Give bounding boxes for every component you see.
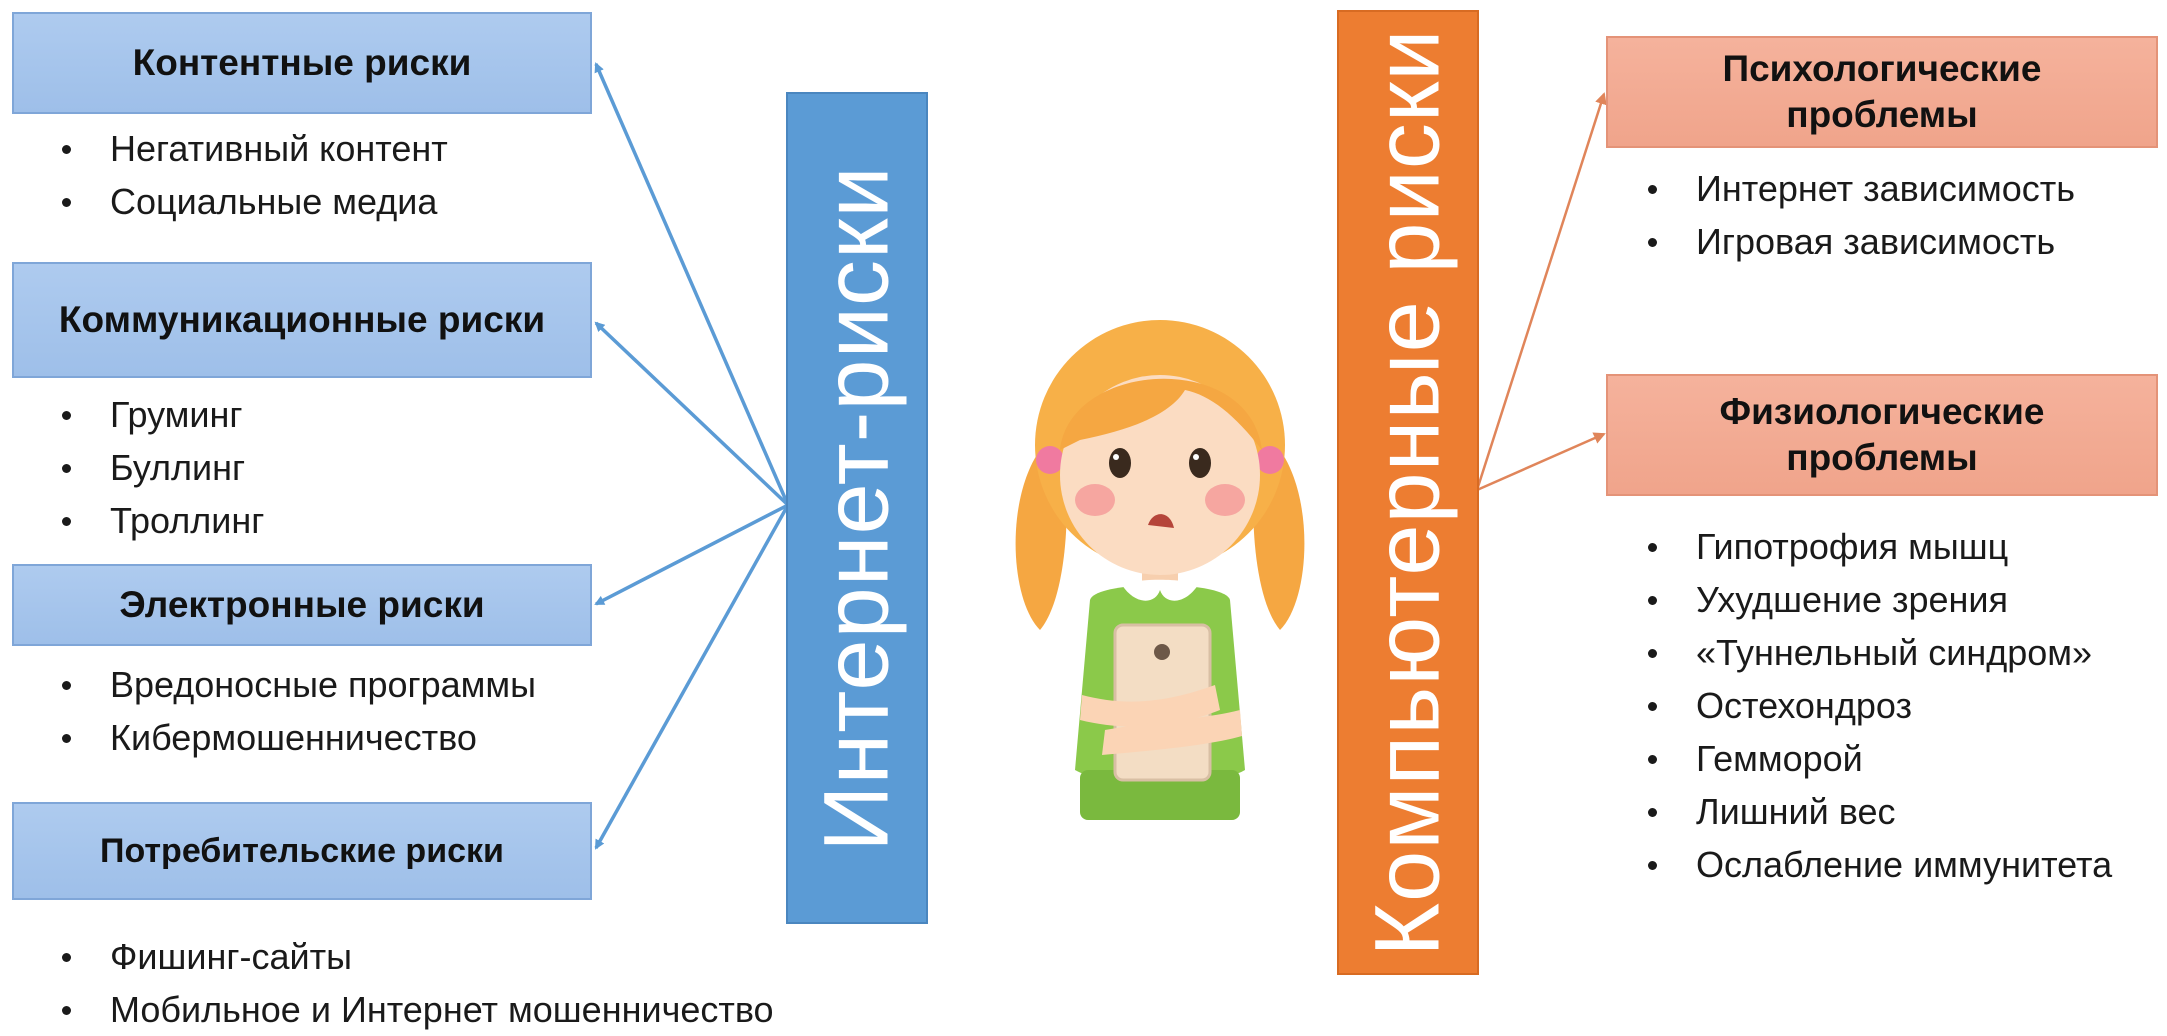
psychological-problems-box: Психологические проблемы (1606, 36, 2158, 148)
list-item: Лишний вес (1636, 785, 2112, 838)
list-item: Груминг (50, 388, 264, 441)
internet-risks-bar: Интернет-риски (786, 92, 928, 924)
psychological-problems-list: Интернет зависимость Игровая зависимость (1636, 162, 2075, 268)
communication-risks-list: Груминг Буллинг Троллинг (50, 388, 264, 547)
content-risks-box: Контентные риски (12, 12, 592, 114)
electronic-risks-title: Электронные риски (119, 584, 485, 625)
content-risks-list: Негативный контент Социальные медиа (50, 122, 448, 228)
computer-risks-bar: Компьютерные риски (1337, 10, 1479, 975)
list-item: Ослабление иммунитета (1636, 838, 2112, 891)
list-item: Троллинг (50, 494, 264, 547)
content-risks-title: Контентные риски (132, 42, 472, 83)
electronic-risks-list: Вредоносные программы Кибермошенничество (50, 658, 536, 764)
physiological-problems-title: Физиологические проблемы (1719, 391, 2045, 478)
communication-risks-title: Коммуникационные риски (58, 299, 546, 340)
arrow-to-content-risks (594, 62, 790, 506)
internet-risks-title: Интернет-риски (805, 164, 908, 852)
list-item: Гипотрофия мышц (1636, 520, 2112, 573)
computer-risks-title: Компьютерные риски (1356, 28, 1459, 957)
consumer-risks-box: Потребительские риски (12, 802, 592, 900)
list-item: Мобильное и Интернет мошенничество (50, 983, 774, 1036)
list-item: Остехондроз (1636, 679, 2112, 732)
list-item: Социальные медиа (50, 175, 448, 228)
list-item: Буллинг (50, 441, 264, 494)
arrow-to-electronic-risks (594, 503, 789, 606)
arrow-to-psychological-problems (1475, 92, 1607, 491)
list-item: Интернет зависимость (1636, 162, 2075, 215)
electronic-risks-box: Электронные риски (12, 564, 592, 646)
list-item: Игровая зависимость (1636, 215, 2075, 268)
consumer-risks-title: Потребительские риски (100, 832, 504, 870)
list-item: «Туннельный синдром» (1636, 626, 2112, 679)
physiological-problems-box: Физиологические проблемы (1606, 374, 2158, 496)
communication-risks-box: Коммуникационные риски (12, 262, 592, 378)
list-item: Фишинг-сайты (50, 930, 774, 983)
arrow-to-communication-risks (594, 321, 790, 507)
list-item: Гемморой (1636, 732, 2112, 785)
girl-with-tablet-icon (1015, 320, 1305, 820)
consumer-risks-list: Фишинг-сайты Мобильное и Интернет мошенн… (50, 930, 774, 1036)
psychological-problems-title: Психологические проблемы (1722, 48, 2042, 135)
arrow-to-consumer-risks (594, 504, 790, 850)
list-item: Негативный контент (50, 122, 448, 175)
list-item: Ухудшение зрения (1636, 573, 2112, 626)
arrow-to-physiological-problems (1476, 432, 1606, 492)
physiological-problems-list: Гипотрофия мышц Ухудшение зрения «Туннел… (1636, 520, 2112, 891)
list-item: Вредоносные программы (50, 658, 536, 711)
list-item: Кибермошенничество (50, 711, 536, 764)
